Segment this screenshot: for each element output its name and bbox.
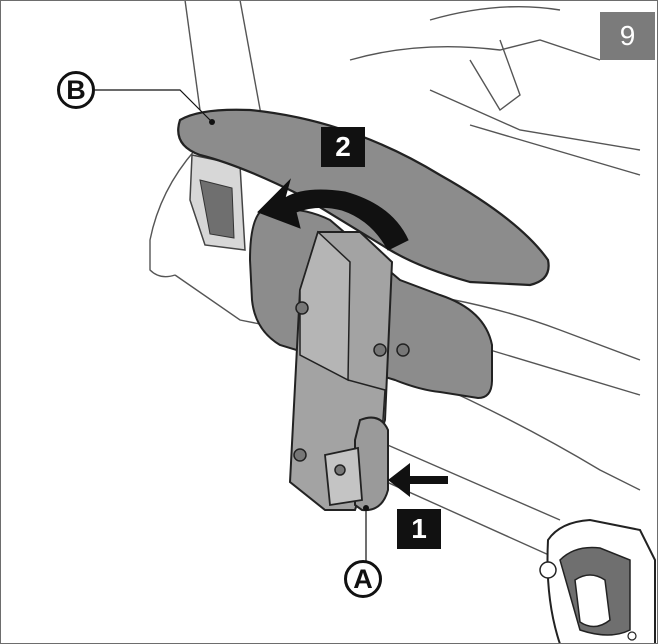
wheel-assembly <box>539 518 656 644</box>
armrest-pad <box>177 108 550 287</box>
release-lever <box>324 416 389 512</box>
figure-number-badge: 9 <box>600 12 655 60</box>
seat-base <box>189 154 246 251</box>
leader-dot-a <box>363 505 369 511</box>
step-1-label: 1 <box>397 509 441 549</box>
push-arrow <box>388 463 448 497</box>
callout-b: B <box>57 71 95 109</box>
rotate-arrow <box>257 178 409 251</box>
callout-a: A <box>344 560 382 598</box>
leader-dot-b <box>209 119 215 125</box>
chair-frame <box>149 0 641 561</box>
leader-lines <box>95 89 367 562</box>
step-2-label: 2 <box>321 127 365 167</box>
